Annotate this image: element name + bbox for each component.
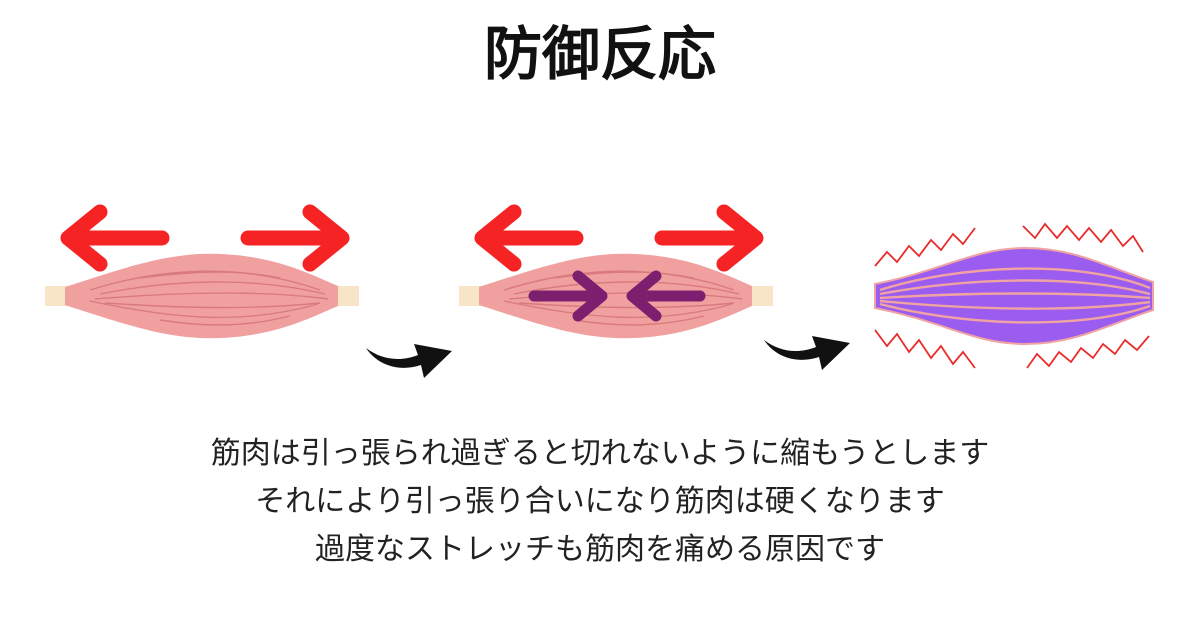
tense-muscle-icon: [874, 246, 1154, 346]
page-title: 防御反応: [483, 20, 716, 88]
caption-line-1: 筋肉は引っ張られ過ぎると切れないように縮もうとします: [210, 436, 990, 471]
stage-2-defensive-contraction: [459, 204, 773, 339]
tense-muscle-fibers: [879, 267, 1151, 324]
caption-line-2: それにより引っ張り合いになり筋肉は硬くなります: [255, 484, 945, 519]
pull-right-arrow-icon: [240, 204, 350, 272]
pull-right-arrow-icon: [654, 204, 764, 272]
muscle-fibers: [89, 270, 329, 326]
tension-zigzag-icon: [874, 222, 1150, 369]
tendon-left: [459, 286, 483, 306]
pull-left-arrow-icon: [60, 204, 170, 272]
stage-1-stretched: [45, 204, 359, 339]
curved-arrow-icon: [764, 336, 850, 370]
caption-line-3: 過度なストレッチも筋肉を痛める原因です: [315, 532, 885, 567]
curved-arrow-icon: [366, 344, 452, 378]
tendon-left: [45, 286, 69, 306]
muscle-icon: [459, 253, 773, 339]
muscle-belly: [479, 253, 752, 339]
contract-arrows-icon: [528, 270, 706, 322]
tendon-right: [749, 286, 773, 306]
stage-3-stiffened: [874, 222, 1154, 369]
caption-block: 筋肉は引っ張られ過ぎると切れないように縮もうとします それにより引っ張り合いにな…: [0, 430, 1200, 574]
pull-left-arrow-icon: [474, 204, 584, 272]
muscle-icon: [45, 253, 359, 339]
tendon-right: [335, 286, 359, 306]
muscle-belly: [65, 253, 338, 339]
